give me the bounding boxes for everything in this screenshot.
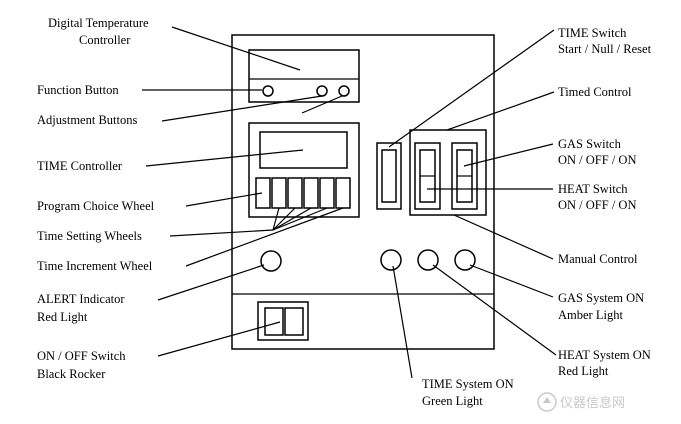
gas-system-light [454, 249, 476, 271]
leader-alert [157, 264, 265, 301]
time-switch-inner [381, 149, 397, 203]
leader-setting-wheel-1 [169, 229, 274, 237]
leader-time-switch [388, 29, 555, 148]
leader-adjustment-2 [301, 95, 343, 114]
leader-setting-wheel-a [272, 207, 280, 231]
label-time-controller: TIME Controller [37, 159, 123, 173]
time-setting-wheel-4 [319, 177, 335, 209]
label-gas-system-2: Amber Light [558, 308, 623, 322]
leader-program-wheel [185, 192, 263, 207]
time-system-light [380, 249, 402, 271]
label-program-choice-wheel: Program Choice Wheel [37, 199, 155, 213]
leader-setting-wheel-d [272, 207, 328, 231]
label-time-setting-wheels: Time Setting Wheels [37, 229, 142, 243]
leader-setting-wheel-c [272, 207, 312, 231]
label-heat-system-1: HEAT System ON [558, 348, 651, 362]
label-time-system-1: TIME System ON [422, 377, 514, 391]
label-adjustment-buttons: Adjustment Buttons [37, 113, 137, 127]
label-time-switch-1: TIME Switch [558, 26, 627, 40]
leader-increment-wheel [185, 207, 344, 267]
leader-timed-control [446, 91, 555, 131]
label-time-system-2: Green Light [422, 394, 483, 408]
label-digital-temperature-1: Digital Temperature [48, 16, 149, 30]
label-heat-switch-1: HEAT Switch [558, 182, 628, 196]
adjustment-button-1 [316, 85, 328, 97]
leader-digital-temp [171, 26, 301, 71]
leader-manual-control [453, 214, 554, 260]
time-setting-wheel-1 [271, 177, 287, 209]
function-button [262, 85, 274, 97]
adjustment-button-2 [338, 85, 350, 97]
leader-gas-system [469, 264, 554, 298]
onoff-rocker-left [264, 307, 284, 336]
alert-indicator-light [260, 250, 282, 272]
time-setting-wheel-3 [303, 177, 319, 209]
watermark-text: 仪器信息网 [560, 395, 625, 410]
onoff-rocker-right [284, 307, 304, 336]
label-time-increment-wheel: Time Increment Wheel [37, 259, 153, 273]
label-onoff-switch-1: ON / OFF Switch [37, 349, 126, 363]
label-manual-control: Manual Control [558, 252, 638, 266]
label-alert-indicator-2: Red Light [37, 310, 88, 324]
label-heat-switch-2: ON / OFF / ON [558, 198, 637, 212]
label-gas-switch-1: GAS Switch [558, 137, 622, 151]
time-setting-wheel-2 [287, 177, 303, 209]
leader-time-controller [145, 149, 304, 167]
time-controller-display [259, 131, 348, 169]
label-time-switch-2: Start / Null / Reset [558, 42, 652, 56]
leader-heat-system [432, 264, 557, 356]
watermark: 仪器信息网 [537, 392, 625, 412]
leader-setting-wheel-b [272, 207, 296, 231]
label-alert-indicator-1: ALERT Indicator [37, 292, 125, 306]
label-onoff-switch-2: Black Rocker [37, 367, 106, 381]
label-function-button: Function Button [37, 83, 119, 97]
label-digital-temperature-2: Controller [79, 33, 131, 47]
label-gas-switch-2: ON / OFF / ON [558, 153, 637, 167]
leader-onoff [157, 321, 281, 357]
label-timed-control: Timed Control [558, 85, 632, 99]
leader-gas-switch [463, 143, 554, 167]
watermark-logo-icon [537, 392, 557, 412]
label-heat-system-2: Red Light [558, 364, 609, 378]
time-increment-wheel [335, 177, 351, 209]
watermark-logo-mark [543, 397, 551, 403]
label-gas-system-1: GAS System ON [558, 291, 644, 305]
leader-adjustment-1 [161, 95, 323, 122]
program-choice-wheel [255, 177, 271, 209]
leader-time-system [392, 265, 413, 379]
